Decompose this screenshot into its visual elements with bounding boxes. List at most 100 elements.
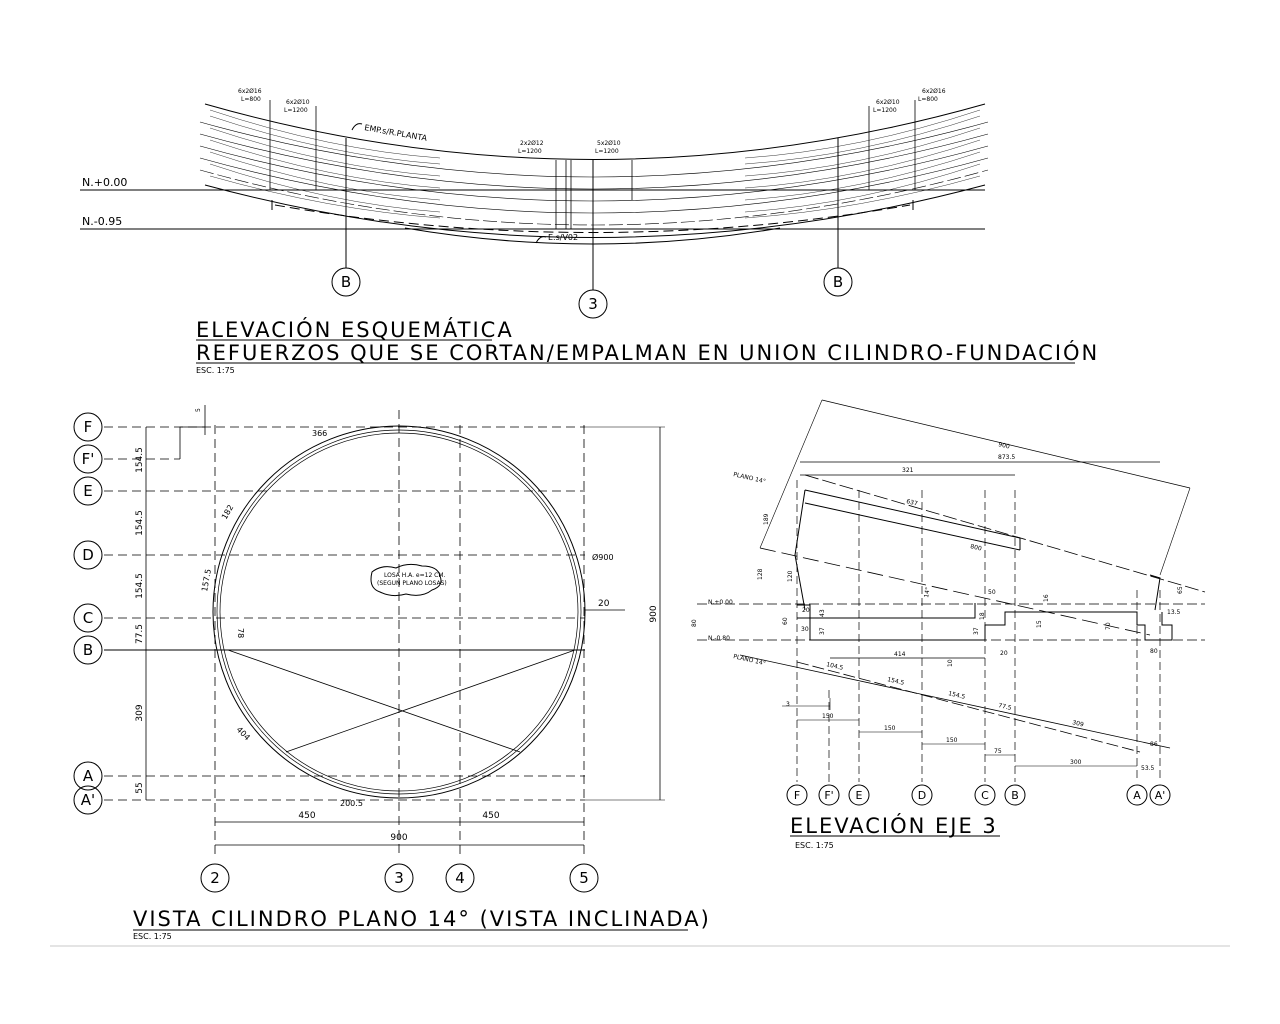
eje3-dim-321: 321 bbox=[902, 467, 914, 474]
scale-right: ESC. 1:75 bbox=[795, 841, 834, 850]
arc-182: 182 bbox=[220, 503, 235, 521]
row-axis-e: E bbox=[83, 482, 92, 500]
row-axis-f: F bbox=[84, 418, 93, 436]
rebar-right-outer-2: L=800 bbox=[918, 96, 938, 103]
rebar-center-right-1: 5x2Ø10 bbox=[597, 140, 621, 147]
col-axis-5: 5 bbox=[579, 869, 589, 887]
eje3-dim-37a: 37 bbox=[819, 627, 826, 635]
title-vista-cilindro: VISTA CILINDRO PLANO 14° (VISTA INCLINAD… bbox=[133, 907, 711, 931]
eje3-dim-53-5: 53.5 bbox=[1141, 765, 1155, 772]
eje3-dim-37b: 37 bbox=[973, 627, 980, 635]
eje3-dim-70: 70 bbox=[1105, 622, 1112, 630]
eje3-dim-189: 189 bbox=[763, 513, 770, 525]
eje3-dim-80b: 80 bbox=[1150, 648, 1158, 655]
eje3-dim-80a: 80 bbox=[691, 619, 698, 627]
eje3-dim-18: 18 bbox=[979, 612, 986, 620]
arc-78: 78 bbox=[236, 628, 245, 638]
eje3-dim-300: 300 bbox=[1070, 759, 1082, 766]
eje3-dim-120: 120 bbox=[787, 570, 794, 582]
eje3-dimensions: 900 873.5 321 637 800 189 128 120 14° 50… bbox=[691, 441, 1184, 772]
rebar-hatch-right bbox=[744, 109, 981, 219]
row-axis-f-prime: F' bbox=[82, 450, 95, 468]
dim-bottom-1: 450 bbox=[298, 811, 315, 821]
cylinder-plan-view bbox=[73, 405, 688, 931]
rebar-right-inner-1: 6x2Ø10 bbox=[876, 99, 900, 106]
eje3-dim-104-5: 104.5 bbox=[826, 661, 844, 672]
eje3-axis-a-prime: A' bbox=[1155, 789, 1166, 802]
level-top-label: N.+0.00 bbox=[82, 176, 127, 189]
axis-label-3-top: 3 bbox=[588, 295, 598, 313]
eje3-dim-14: 14° bbox=[923, 587, 932, 599]
dim-left-4: 77.5 bbox=[135, 624, 145, 644]
dim-left-5: 309 bbox=[135, 704, 145, 721]
eje3-dim-75: 75 bbox=[994, 748, 1002, 755]
axis-3-elevation bbox=[697, 399, 1206, 837]
eje3-dim-637: 637 bbox=[906, 498, 919, 507]
eje3-axis-d: D bbox=[918, 789, 926, 802]
eje3-dim-43: 43 bbox=[819, 609, 826, 617]
row-axis-d: D bbox=[82, 546, 94, 564]
cylinder-outer-circle bbox=[212, 425, 586, 799]
eje3-dim-128: 128 bbox=[757, 568, 764, 580]
eje3-dim-20a: 20 bbox=[802, 607, 810, 614]
dim-total-width: 900 bbox=[390, 833, 407, 843]
eje3-level-top: N.+0.00 bbox=[708, 599, 733, 606]
eje3-axis-f: F bbox=[794, 789, 800, 802]
eje3-dim-309: 309 bbox=[1072, 719, 1085, 728]
row-axis-c: C bbox=[83, 609, 93, 627]
note-es-v02: E.s/V02 bbox=[548, 233, 578, 242]
dim-bottom-2: 450 bbox=[482, 811, 499, 821]
rebar-center-left-1: 2x2Ø12 bbox=[520, 140, 544, 147]
eje3-dim-65: 65 bbox=[1177, 586, 1184, 594]
eje3-dim-150b: 150 bbox=[884, 725, 896, 732]
slab-note-2: (SEGUN PLANO LOSAS) bbox=[377, 580, 447, 587]
axis-label-b-right: B bbox=[833, 273, 843, 291]
dim-left-1: 154.5 bbox=[135, 447, 145, 473]
slab-cloud bbox=[370, 563, 442, 597]
band-bottom-edge bbox=[204, 184, 986, 238]
eje3-level-bottom: N.-0.80 bbox=[708, 635, 730, 642]
eje3-axis-e: E bbox=[856, 789, 863, 802]
col-axis-4: 4 bbox=[455, 869, 465, 887]
rebar-left-inner-1: 6x2Ø10 bbox=[286, 99, 310, 106]
rebar-left-outer-2: L=800 bbox=[241, 96, 261, 103]
eje3-dim-900: 900 bbox=[998, 441, 1011, 450]
rebar-left-outer-1: 6x2Ø16 bbox=[238, 88, 262, 95]
eje3-axis-a: A bbox=[1133, 789, 1141, 802]
col-axis-2: 2 bbox=[210, 869, 220, 887]
eje3-dim-150a: 150 bbox=[822, 713, 834, 720]
rebar-center-right-2: L=1200 bbox=[595, 148, 619, 155]
row-axis-labels: F F' E D C B A A' bbox=[81, 418, 95, 809]
eje3-dim-150c: 150 bbox=[946, 737, 958, 744]
band-top-edge bbox=[204, 103, 986, 160]
eje3-dim-414: 414 bbox=[894, 651, 906, 658]
eje3-dim-86: 86 bbox=[1150, 741, 1158, 748]
scale-left: ESC. 1:75 bbox=[133, 932, 172, 941]
rebar-hatch-left bbox=[209, 109, 441, 219]
axis-label-b-left: B bbox=[341, 273, 351, 291]
eje3-axis-labels: F F' E D C B A A' bbox=[794, 789, 1165, 802]
dim-top-small: 5 bbox=[195, 408, 202, 412]
plane-lower-label: PLANO 14° bbox=[733, 653, 767, 667]
dim-total-height: 900 bbox=[649, 605, 659, 622]
dim-right-20: 20 bbox=[598, 599, 610, 609]
eje3-dim-154-5a: 154.5 bbox=[887, 676, 905, 687]
level-bottom-label: N.-0.95 bbox=[82, 215, 122, 228]
eje3-dim-16: 16 bbox=[1043, 594, 1050, 602]
eje3-dim-50: 50 bbox=[988, 589, 996, 596]
elevation-schematic bbox=[80, 100, 1075, 364]
arc-200-5: 200.5 bbox=[340, 799, 363, 808]
row-axis-a-prime: A' bbox=[81, 791, 95, 809]
col-axis-3: 3 bbox=[394, 869, 404, 887]
dim-left-3: 154.5 bbox=[135, 573, 145, 599]
eje3-axis-f-prime: F' bbox=[824, 789, 833, 802]
slab-note-1: LOSA H.A. e=12 CM. bbox=[384, 572, 446, 579]
eje3-dim-10: 10 bbox=[947, 659, 954, 667]
rebar-right-inner-2: L=1200 bbox=[873, 107, 897, 114]
dim-left-6: 55 bbox=[135, 782, 145, 793]
col-axis-labels: 2 3 4 5 bbox=[210, 869, 589, 887]
title-elevacion-eje3: ELEVACIÓN EJE 3 bbox=[790, 813, 998, 838]
axis-bubble-b-right bbox=[823, 267, 853, 297]
rebar-left-inner-2: L=1200 bbox=[284, 107, 308, 114]
eje3-axis-c: C bbox=[981, 789, 989, 802]
